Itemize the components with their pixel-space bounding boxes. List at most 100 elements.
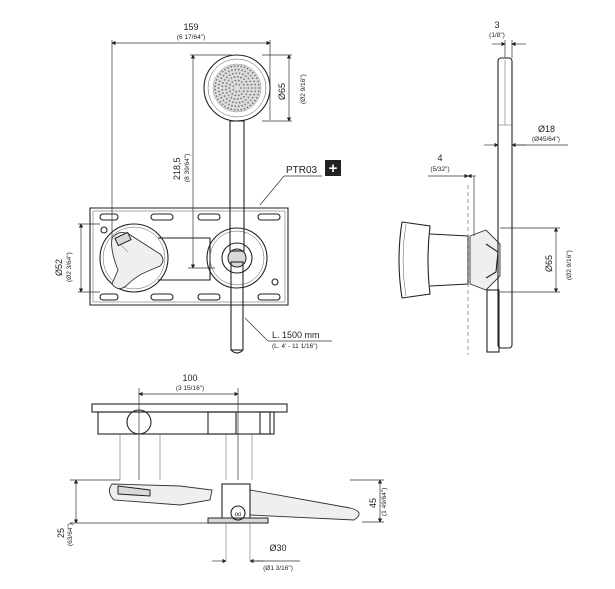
nozzle-dot — [231, 101, 234, 104]
front-view: 159 (6 17/64") Ø65 (Ø2 9/16") 218,5 (8 3… — [54, 22, 341, 354]
nozzle-dot — [247, 96, 250, 99]
plus-symbol: + — [329, 160, 338, 177]
nozzle-dot — [225, 85, 227, 88]
nozzle-dot — [240, 87, 242, 89]
nozzle-dot — [241, 73, 244, 76]
nozzle-dot — [257, 90, 260, 93]
nozzle-dot — [243, 107, 246, 110]
nozzle-dot — [217, 98, 219, 101]
nozzle-dot — [236, 65, 239, 67]
dim-4-mm: 4 — [437, 153, 442, 163]
nozzle-dot — [257, 80, 259, 83]
nozzle-dot — [238, 72, 241, 75]
nozzle-dot — [244, 70, 247, 73]
nozzle-dot — [222, 92, 224, 94]
nozzle-dot — [232, 88, 235, 91]
nozzle-dot — [234, 94, 237, 97]
nozzle-dot — [233, 65, 236, 68]
nozzle-dot — [243, 87, 246, 89]
nozzle-dot — [254, 74, 256, 77]
nozzle-dot — [253, 93, 256, 96]
nozzle-dot — [237, 79, 240, 82]
nozzle-dot — [241, 100, 244, 103]
nozzle-dot — [242, 83, 245, 86]
nozzle-dot — [221, 88, 224, 91]
dim-65-front-mm: Ø65 — [277, 83, 287, 100]
nozzle-dot — [231, 93, 234, 95]
nozzle-dot — [232, 85, 235, 88]
nozzle-dots — [214, 65, 260, 111]
nozzle-dot — [234, 79, 237, 82]
nozzle-dot — [240, 65, 243, 68]
nozzle-dot — [243, 95, 245, 98]
nozzle-dot — [240, 81, 243, 83]
nozzle-dot — [255, 77, 258, 80]
nozzle-dot — [247, 101, 249, 104]
nozzle-dot — [237, 105, 240, 108]
ptr03-label: PTR03 — [286, 165, 318, 176]
nozzle-dot — [257, 83, 260, 86]
nozzle-dot — [250, 87, 253, 89]
nozzle-dot — [243, 78, 245, 81]
nozzle-dot — [238, 101, 241, 104]
nozzle-dot — [230, 65, 233, 68]
top-view: 100 (3 15/16") oo 25 (63/64") 4 — [56, 373, 388, 572]
nozzle-dot — [238, 83, 241, 86]
nozzle-dot — [249, 74, 252, 77]
dim-65-front-inch: (Ø2 9/16") — [300, 74, 307, 104]
nozzle-dot — [222, 82, 224, 84]
dim-65-side-inch: (Ø2 9/16") — [566, 250, 573, 280]
nozzle-dot — [235, 91, 238, 93]
dim-159-inch: (6 17/64") — [177, 34, 205, 41]
nozzle-dot — [251, 71, 254, 74]
nozzle-dot — [254, 99, 256, 102]
nozzle-dot — [226, 91, 228, 94]
nozzle-dot — [224, 105, 226, 108]
nozzle-dot — [247, 87, 250, 89]
dim-159-mm: 159 — [183, 22, 198, 32]
nozzle-dot — [214, 85, 216, 88]
dim-30-mm: Ø30 — [269, 543, 286, 553]
nozzle-dot — [251, 102, 254, 105]
nozzle-dot — [254, 83, 256, 86]
dim-3-mm: 3 — [494, 20, 499, 30]
nozzle-dot — [236, 98, 239, 101]
nozzle-dot — [257, 93, 259, 96]
nozzle-dot — [218, 93, 221, 96]
nozzle-dot — [244, 75, 247, 78]
nozzle-dot — [222, 74, 225, 77]
nozzle-dot — [227, 107, 229, 109]
hose-length-inch: (L. 4' - 11 1/16") — [272, 343, 318, 350]
dim-52-inch: (Ø2 3/64") — [66, 252, 73, 282]
nozzle-dot — [231, 104, 233, 107]
nozzle-dot — [250, 83, 253, 86]
nozzle-dot — [223, 95, 226, 98]
nozzle-dot — [228, 99, 231, 102]
nozzle-dot — [227, 67, 229, 69]
nozzle-dot — [249, 80, 252, 83]
nozzle-dot — [242, 90, 245, 93]
hand-shower — [203, 54, 271, 354]
nozzle-dot — [254, 87, 257, 89]
nozzle-dot — [236, 109, 239, 111]
nozzle-dot — [247, 72, 249, 75]
nozzle-dot — [229, 83, 232, 86]
nozzle-dot — [219, 101, 221, 103]
nozzle-dot — [246, 106, 249, 109]
dim-25-mm: 25 — [56, 528, 66, 538]
nozzle-dot — [234, 105, 237, 108]
nozzle-dot — [214, 82, 217, 84]
dim-218-inch: (8 39/64") — [184, 154, 191, 182]
dim-30-inch: (Ø1 3/16") — [263, 565, 293, 572]
nozzle-dot — [231, 72, 234, 75]
nozzle-dot — [249, 99, 252, 102]
holder-outlet — [206, 227, 268, 289]
nozzle-dot — [225, 72, 227, 75]
nozzle-dot — [258, 87, 260, 89]
nozzle-dot — [227, 70, 230, 73]
nozzle-dot — [237, 68, 240, 71]
nozzle-dot — [241, 69, 243, 72]
dim-100-inch: (3 15/16") — [176, 385, 204, 392]
dim-18-mm: Ø18 — [538, 124, 555, 134]
nozzle-dot — [251, 77, 254, 80]
